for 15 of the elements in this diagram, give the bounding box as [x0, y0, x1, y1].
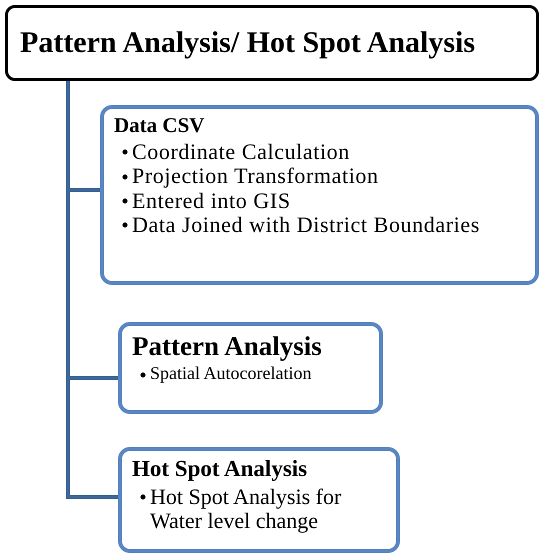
connector-line — [66, 81, 118, 499]
section-heading: Hot Spot Analysis — [132, 455, 308, 483]
section-box — [100, 105, 539, 285]
bullet-text: Spatial Autocorelation — [150, 364, 312, 384]
section-heading: Pattern Analysis — [132, 330, 323, 362]
title-box — [5, 5, 539, 81]
bullet-text: Entered into GIS — [132, 188, 291, 213]
section-box — [118, 447, 400, 553]
section-box — [118, 322, 383, 414]
section-heading: Data CSV — [114, 113, 206, 138]
bullet-text: Coordinate Calculation — [132, 140, 350, 164]
bullet-text: Data Joined with District Boundaries — [132, 212, 480, 237]
section-heading: Pattern Analysis/ Hot Spot Analysis — [20, 25, 476, 61]
bullet-text: Hot Spot Analysis for Water level change — [150, 484, 342, 533]
bullet-text: Projection Transformation — [132, 164, 379, 189]
